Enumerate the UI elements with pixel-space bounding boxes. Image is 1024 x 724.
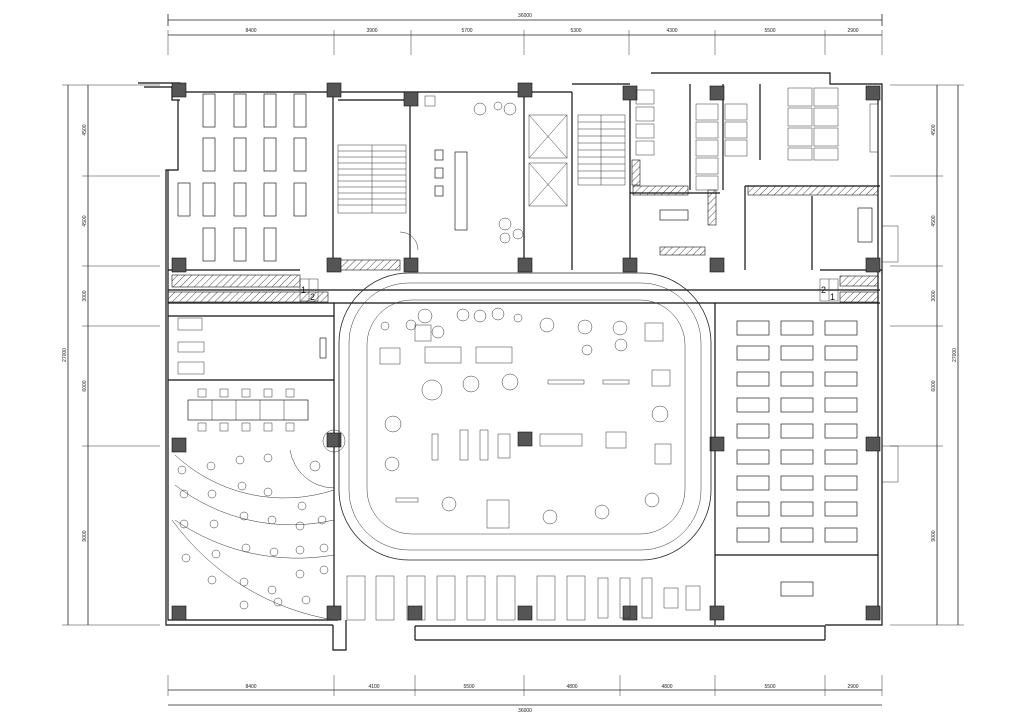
left-dimension-line: 4500 4500 3000 6000 9000 27000	[62, 84, 160, 626]
bottom-dimension-line: 8400 4100 5500 4800 4800 5500 2900 36000	[167, 675, 883, 714]
bottom-dim-5: 4800	[661, 684, 672, 690]
elevators	[528, 114, 568, 207]
running-track	[338, 272, 712, 561]
outer-walls	[138, 72, 883, 651]
staircase-right	[577, 114, 626, 186]
top-dimension-line: 36000 8400 3900 5700 5300 4300 5500 2900	[167, 13, 883, 55]
bottom-total-dimension: 36000	[518, 708, 532, 714]
bottom-dim-1: 8400	[245, 684, 256, 690]
top-dim-7: 2900	[847, 28, 858, 34]
top-dim-3: 5700	[461, 28, 472, 34]
stair-label-left-1: 1	[301, 285, 306, 295]
classroom-desk-grid	[177, 93, 307, 262]
restroom-stalls	[635, 87, 879, 243]
top-dim-5: 4300	[666, 28, 677, 34]
right-dim-2: 4500	[931, 215, 937, 226]
spin-bikes	[177, 453, 329, 610]
hatched-partitions	[167, 159, 879, 303]
right-dim-4: 6000	[931, 380, 937, 391]
top-dim-4: 5300	[570, 28, 581, 34]
left-dim-5: 9000	[82, 530, 88, 541]
spin-class-room	[171, 449, 335, 621]
bottom-dim-3: 5500	[463, 684, 474, 690]
stair-labels: 1 2 2 1	[299, 278, 839, 302]
right-windows	[882, 225, 899, 483]
right-total-dimension: 27000	[952, 348, 958, 362]
bottom-dim-6: 5500	[764, 684, 775, 690]
gym-equipment-central	[379, 307, 672, 529]
bottom-dim-4: 4800	[566, 684, 577, 690]
left-dim-1: 4500	[82, 124, 88, 135]
stair-label-left-2: 2	[310, 292, 315, 302]
right-dimension-line: 4500 4500 3000 6000 9000 27000	[890, 84, 964, 626]
interior-walls	[168, 84, 882, 625]
top-dim-6: 5500	[764, 28, 775, 34]
reception-area	[399, 95, 524, 251]
structural-columns	[171, 82, 881, 621]
top-total-dimension: 36000	[518, 13, 532, 19]
left-dim-3: 3000	[82, 290, 88, 301]
staircase-left	[337, 144, 407, 214]
right-dim-1: 4500	[931, 124, 937, 135]
right-dim-3: 3000	[931, 290, 937, 301]
stair-label-right-1: 1	[830, 292, 835, 302]
top-dim-2: 3900	[366, 28, 377, 34]
left-gym-rooms	[177, 317, 327, 432]
bottom-dim-2: 4100	[368, 684, 379, 690]
right-dim-5: 9000	[931, 530, 937, 541]
right-classroom-desks	[736, 320, 858, 597]
left-dim-4: 6000	[82, 380, 88, 391]
bottom-dim-7: 2900	[847, 684, 858, 690]
treadmill-row	[346, 575, 701, 621]
left-dim-2: 4500	[82, 215, 88, 226]
top-dim-1: 8400	[245, 28, 256, 34]
left-total-dimension: 27000	[62, 348, 68, 362]
stair-label-right-2: 2	[821, 285, 826, 295]
